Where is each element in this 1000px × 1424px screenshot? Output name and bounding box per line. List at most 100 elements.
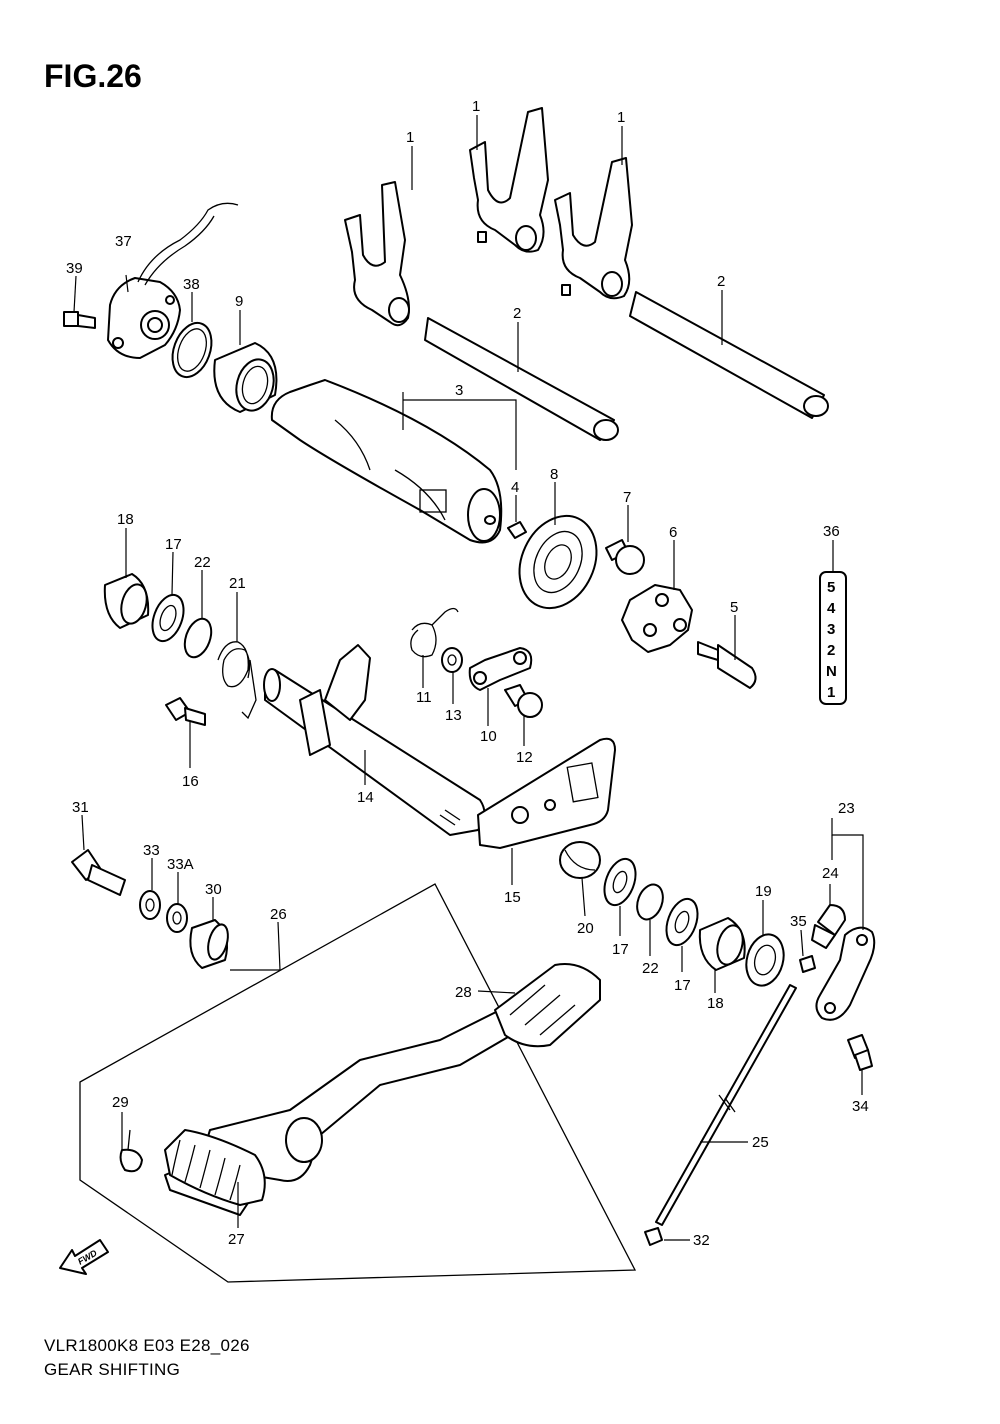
callout-link-23: 23 [838, 800, 855, 817]
callout-rod-25: 25 [752, 1134, 769, 1151]
forward-direction-arrow-icon [59, 1239, 109, 1275]
callout-labels: 1 1 1 2 2 3 4 5 6 7 8 9 10 11 12 13 14 1… [66, 98, 869, 1249]
washer-13 [441, 647, 463, 673]
cam-stopper-plate [621, 584, 693, 653]
callout-arm-10: 10 [480, 728, 497, 745]
callout-bolt-16: 16 [182, 773, 199, 790]
callout-washer-17-b: 17 [612, 941, 629, 958]
callout-bolt-12: 12 [516, 749, 533, 766]
shift-fork-right [554, 157, 633, 300]
cam-bolt [605, 539, 645, 575]
washer-33a [166, 903, 188, 933]
callout-bolt-34: 34 [852, 1098, 869, 1115]
washer-17-upper [151, 593, 185, 643]
gear-indicator-4: 4 [827, 600, 836, 617]
callout-nut-35: 35 [790, 913, 807, 930]
cam-stopper-pin [697, 641, 757, 689]
callout-ring-22-b: 22 [642, 960, 659, 977]
callout-pad-28: 28 [455, 984, 472, 1001]
callout-bolt-7: 7 [623, 489, 631, 506]
callout-seal-19: 19 [755, 883, 772, 900]
ball-bearing-8 [518, 514, 598, 610]
callout-washer-17-c: 17 [674, 977, 691, 994]
bush-18-upper [103, 573, 150, 629]
callout-oring-38: 38 [183, 276, 200, 293]
callout-washer-17-a: 17 [165, 536, 182, 553]
washer-33 [139, 890, 161, 920]
callout-screw-39: 39 [66, 260, 83, 277]
callout-shaft-14: 14 [357, 789, 374, 806]
return-spring-21 [217, 641, 257, 720]
oil-seal-19 [745, 933, 785, 987]
nut-32 [644, 1227, 663, 1246]
callout-rubber-27: 27 [228, 1231, 245, 1248]
bolt-34 [847, 1034, 873, 1071]
pivot-bolt-31 [71, 849, 126, 896]
cam-pin [507, 521, 527, 539]
callout-fork-mid: 1 [472, 98, 480, 115]
circlip-22-lower [636, 883, 664, 921]
pedal-rubber-27 [164, 1129, 266, 1206]
gear-indicator-2: 2 [827, 642, 835, 659]
nut-35 [799, 955, 816, 973]
bush-18-lower [698, 917, 746, 971]
joint-24 [811, 904, 846, 949]
callout-fork-right: 1 [617, 109, 625, 126]
callout-pin-4: 4 [511, 479, 519, 496]
fork-shaft-a [424, 317, 619, 441]
washer-17-lower [665, 897, 699, 947]
callout-stopper-6: 6 [669, 524, 677, 541]
callout-spring-11: 11 [416, 689, 432, 706]
washer-17-middle [603, 857, 637, 907]
shift-cam-drum [270, 379, 503, 544]
callout-bush-18-b: 18 [707, 995, 724, 1012]
callout-clip-29: 29 [112, 1094, 129, 1111]
figure-name: GEAR SHIFTING [44, 1360, 181, 1379]
spring-20 [559, 841, 601, 879]
callout-ring-22-a: 22 [194, 554, 211, 571]
callout-shaft-a: 2 [513, 305, 521, 322]
gearshift-shaft [263, 644, 486, 836]
gear-indicator-1: 1 [827, 684, 835, 701]
arm-bolt-16 [165, 697, 206, 726]
pedal-pad-28 [494, 963, 601, 1048]
gear-indicator-3: 3 [827, 621, 835, 638]
gear-indicator-text: 5 4 3 2 N 1 [826, 579, 837, 701]
callout-spring-20: 20 [577, 920, 594, 937]
spring-11 [410, 607, 459, 658]
callout-lever-15: 15 [504, 889, 521, 906]
callout-bush-18-a: 18 [117, 511, 134, 528]
callout-washer-33: 33 [143, 842, 160, 859]
bolt-12 [504, 684, 543, 718]
pedal-group-outline [79, 883, 637, 1283]
shift-fork-middle [469, 107, 549, 253]
arm-10 [468, 647, 533, 691]
link-arm-23 [815, 926, 876, 1021]
callout-spring-21: 21 [229, 575, 246, 592]
figure-title: FIG.26 [44, 58, 142, 94]
callout-bolt-31: 31 [72, 799, 89, 816]
callout-joint-24: 24 [822, 865, 839, 882]
switch-o-ring [171, 321, 213, 379]
shift-fork-left [344, 181, 410, 327]
shift-rod-25 [655, 984, 797, 1226]
switch-screw [63, 311, 96, 329]
leader-lines [73, 115, 864, 1241]
shift-lever-15 [477, 737, 616, 849]
callout-fork-left: 1 [406, 129, 414, 146]
fork-shaft-b [629, 291, 829, 419]
callout-washer-13: 13 [445, 707, 462, 724]
callout-bearing-9: 9 [235, 293, 243, 310]
callout-bearing-8: 8 [550, 466, 558, 483]
callout-washer-33a: 33A [167, 856, 194, 873]
model-code: VLR1800K8 E03 E28_026 [44, 1336, 250, 1355]
callout-pedal-26: 26 [270, 906, 287, 923]
callout-switch-37: 37 [115, 233, 132, 250]
gear-position-switch [107, 202, 239, 359]
gear-indicator-5: 5 [827, 579, 835, 596]
callout-pin-5: 5 [730, 599, 738, 616]
callout-spacer-30: 30 [205, 881, 222, 898]
callout-nut-32: 32 [693, 1232, 710, 1249]
